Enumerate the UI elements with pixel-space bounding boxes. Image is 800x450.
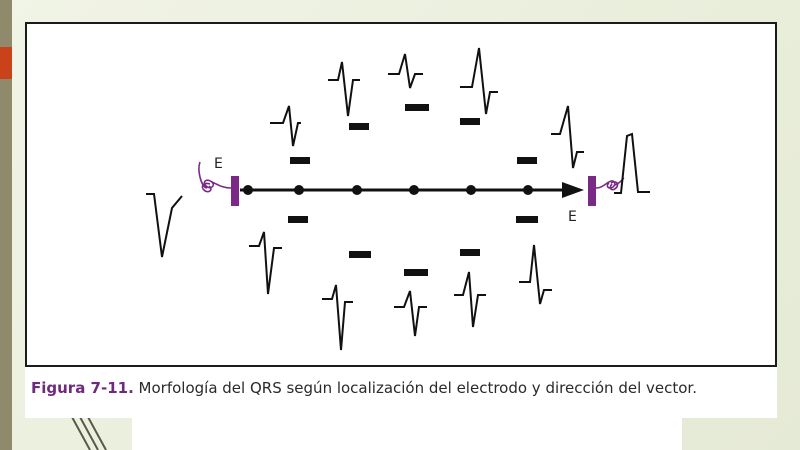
figure-frame: E E [25, 22, 777, 367]
caption-area: Figura 7-11. Morfología del QRS según lo… [25, 367, 777, 418]
electrode-left [231, 176, 239, 206]
electrode-left-label: E [214, 156, 223, 172]
electrode-right-wire [595, 177, 625, 191]
figure-caption-text: Morfología del QRS según localización de… [133, 379, 697, 397]
vector-dot [466, 185, 476, 195]
minus-sign [460, 118, 480, 125]
vector-arrowhead [562, 182, 584, 198]
qrs-waveform-far-right [614, 132, 650, 194]
figure-caption-label: Figura 7-11. [31, 379, 134, 397]
vector-dot [523, 185, 533, 195]
figure-caption: Figura 7-11. Morfología del QRS según lo… [31, 379, 776, 397]
vector-dot [294, 185, 304, 195]
vector-dot [243, 185, 253, 195]
qrs-waveform-upper-4 [460, 47, 498, 115]
minus-sign [290, 157, 310, 164]
electrode-right-label: E [568, 209, 577, 225]
qrs-waveform-lower-2 [322, 284, 353, 351]
vector-dot [352, 185, 362, 195]
qrs-waveform-upper-1 [270, 105, 301, 147]
minus-sign [404, 269, 428, 276]
qrs-diagram: E E [146, 47, 650, 351]
qrs-waveform-lower-5 [519, 244, 552, 305]
qrs-waveform-lower-1 [249, 231, 282, 295]
electrode-left-wire [198, 161, 232, 193]
vector-dot [409, 185, 419, 195]
qrs-waveform-upper-2 [328, 61, 360, 117]
slide-accent-bar [0, 47, 12, 79]
electrode-right [588, 176, 596, 206]
minus-sign [460, 249, 480, 256]
minus-sign [349, 123, 369, 130]
minus-sign [349, 251, 371, 258]
slide-left-strip [0, 0, 12, 450]
qrs-waveform-upper-3 [388, 53, 423, 89]
minus-sign [517, 157, 537, 164]
qrs-waveform-lower-3 [394, 290, 427, 337]
minus-sign [288, 216, 308, 223]
qrs-waveform-far-left [146, 193, 183, 258]
qrs-waveform-upper-5 [551, 105, 584, 169]
qrs-waveform-lower-4 [454, 271, 486, 328]
minus-sign [516, 216, 538, 223]
minus-sign [405, 104, 429, 111]
slide-bottom-band [132, 418, 682, 450]
